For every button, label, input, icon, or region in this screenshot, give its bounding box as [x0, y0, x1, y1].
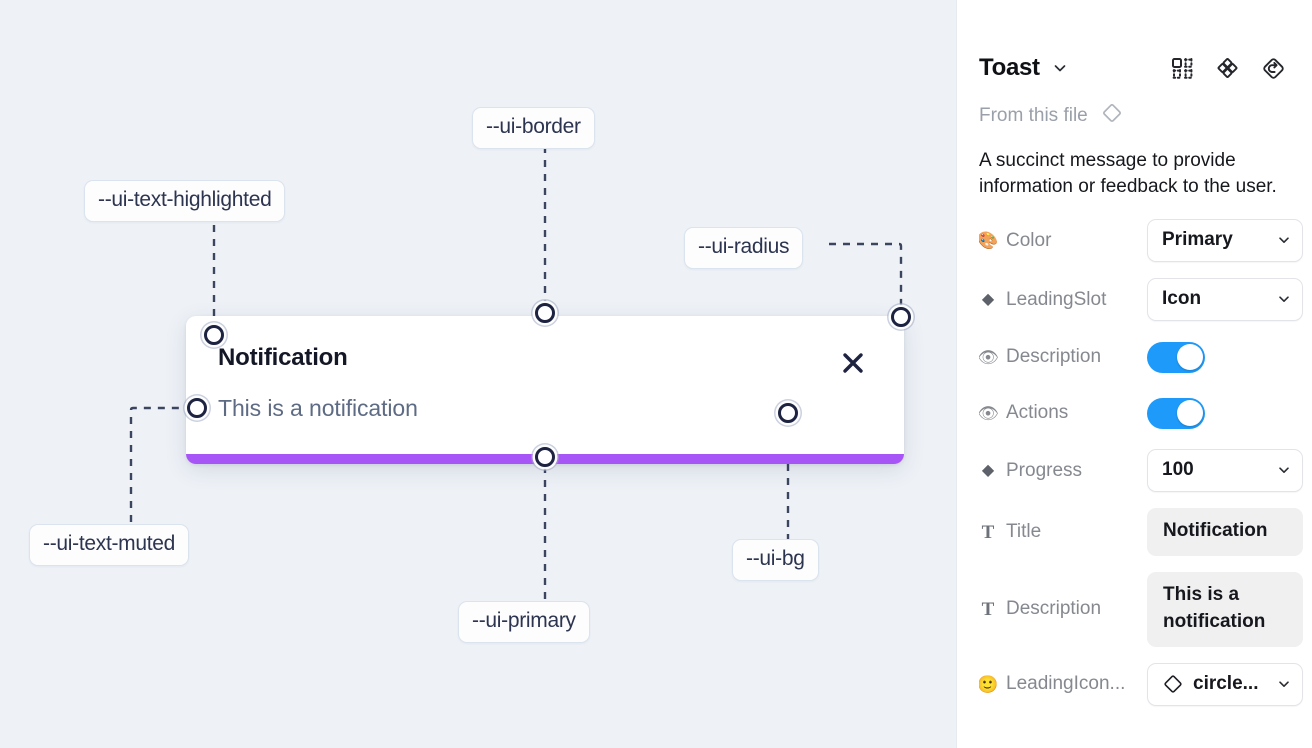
- property-name: Actions: [1006, 402, 1069, 424]
- eye-icon: 👁: [979, 403, 999, 423]
- property-control-description-toggle: [1147, 341, 1296, 373]
- from-this-file-row[interactable]: From this file: [957, 82, 1312, 130]
- handle-ui-text-highlighted[interactable]: [204, 325, 224, 345]
- chevron-down-icon: [1277, 677, 1291, 691]
- chevron-down-icon: [1277, 463, 1291, 477]
- property-name: Color: [1006, 229, 1052, 251]
- property-name: Description: [1006, 598, 1102, 620]
- panel-header: Toast: [957, 0, 1312, 82]
- handle-ui-bg[interactable]: [778, 403, 798, 423]
- eye-icon: 👁: [979, 347, 999, 367]
- design-canvas[interactable]: Notification This is a notification --ui…: [0, 0, 956, 748]
- annotation-pill-ui-border[interactable]: --ui-border: [472, 107, 595, 149]
- title-input[interactable]: Notification: [1147, 508, 1303, 556]
- diamond-icon: ◆: [981, 290, 995, 308]
- component-set-icon[interactable]: [1171, 57, 1194, 80]
- annotation-pill-ui-bg[interactable]: --ui-bg: [732, 539, 819, 581]
- handle-ui-border[interactable]: [535, 303, 555, 323]
- toast-description: This is a notification: [218, 395, 418, 421]
- palette-icon: 🎨: [979, 231, 999, 251]
- property-control-progress: 100: [1147, 449, 1303, 493]
- property-control-leadingicon: circle...: [1147, 662, 1303, 706]
- property-label-leadingicon: 🙂 LeadingIcon...: [979, 673, 1147, 695]
- property-label-actions-toggle: 👁 Actions: [979, 402, 1147, 424]
- four-diamond-icon[interactable]: [1216, 57, 1239, 80]
- progress-select-value: 100: [1162, 459, 1194, 481]
- property-name: Progress: [1006, 459, 1083, 481]
- property-label-description-toggle: 👁 Description: [979, 346, 1147, 368]
- property-row-color: 🎨 Color Primary: [979, 219, 1303, 263]
- property-control-title: Notification: [1147, 508, 1303, 556]
- from-this-file-label: From this file: [979, 104, 1088, 126]
- property-name: Description: [1006, 346, 1102, 368]
- text-icon: T: [981, 521, 995, 543]
- chevron-down-icon[interactable]: [1052, 60, 1068, 76]
- properties-list: 🎨 Color Primary ◆ LeadingSlot: [957, 199, 1312, 706]
- color-select-value: Primary: [1162, 229, 1233, 251]
- leadingicon-select-value: circle...: [1193, 672, 1259, 694]
- diamond-icon: ◆: [981, 461, 995, 479]
- property-label-color: 🎨 Color: [979, 230, 1147, 252]
- property-row-title: T Title Notification: [979, 508, 1303, 556]
- property-row-description-toggle: 👁 Description: [979, 337, 1296, 377]
- property-row-description-text: T Description This is a notification: [979, 571, 1303, 647]
- property-label-leadingslot: ◆ LeadingSlot: [979, 289, 1147, 311]
- property-control-color: Primary: [1147, 219, 1303, 263]
- toggle-knob: [1176, 400, 1203, 427]
- annotation-pill-ui-radius[interactable]: --ui-radius: [684, 227, 804, 269]
- property-name: LeadingIcon...: [1006, 673, 1126, 695]
- property-name: LeadingSlot: [1006, 288, 1107, 310]
- property-control-description-text: This is a notification: [1147, 571, 1303, 647]
- panel-title: Toast: [979, 54, 1040, 81]
- annotation-connectors: [129, 146, 903, 603]
- handle-ui-primary[interactable]: [535, 447, 555, 467]
- property-row-leadingicon: 🙂 LeadingIcon... circle...: [979, 662, 1303, 706]
- panel-header-icons: [1171, 56, 1286, 81]
- component-description: A succinct message to provide informatio…: [979, 150, 1277, 197]
- leadingslot-select-value: Icon: [1162, 288, 1202, 310]
- property-label-description-text: T Description: [979, 598, 1147, 620]
- properties-panel: Toast: [956, 0, 1312, 748]
- actions-toggle[interactable]: [1147, 397, 1205, 429]
- progress-select[interactable]: 100: [1147, 449, 1303, 493]
- chevron-down-icon: [1277, 233, 1291, 247]
- property-row-progress: ◆ Progress 100: [979, 449, 1303, 493]
- handle-ui-text-muted[interactable]: [187, 398, 207, 418]
- reset-instance-icon[interactable]: [1261, 56, 1286, 81]
- property-name: Title: [1006, 521, 1042, 543]
- close-x-icon[interactable]: [840, 350, 866, 376]
- description-input[interactable]: This is a notification: [1147, 571, 1303, 647]
- leadingslot-select[interactable]: Icon: [1147, 278, 1303, 322]
- handle-ui-radius[interactable]: [891, 307, 911, 327]
- toast-preview-card[interactable]: Notification This is a notification: [186, 316, 904, 464]
- toast-title: Notification: [218, 344, 348, 371]
- emoji-smiley-icon: 🙂: [979, 674, 999, 694]
- text-icon: T: [981, 598, 995, 620]
- property-control-leadingslot: Icon: [1147, 278, 1303, 322]
- annotation-pill-ui-primary[interactable]: --ui-primary: [458, 601, 590, 643]
- diamond-component-icon: [1100, 101, 1124, 130]
- annotation-pill-ui-text-muted[interactable]: --ui-text-muted: [29, 524, 190, 566]
- chevron-down-icon: [1277, 292, 1291, 306]
- toggle-knob: [1176, 344, 1203, 371]
- property-row-actions-toggle: 👁 Actions: [979, 393, 1296, 433]
- diamond-component-icon: [1162, 673, 1184, 695]
- leadingicon-select[interactable]: circle...: [1147, 662, 1303, 706]
- color-select[interactable]: Primary: [1147, 219, 1303, 263]
- property-label-title: T Title: [979, 521, 1147, 543]
- annotation-pill-ui-text-highlighted[interactable]: --ui-text-highlighted: [84, 180, 286, 222]
- property-control-actions-toggle: [1147, 397, 1296, 429]
- property-row-leadingslot: ◆ LeadingSlot Icon: [979, 278, 1303, 322]
- description-toggle[interactable]: [1147, 341, 1205, 373]
- property-label-progress: ◆ Progress: [979, 460, 1147, 482]
